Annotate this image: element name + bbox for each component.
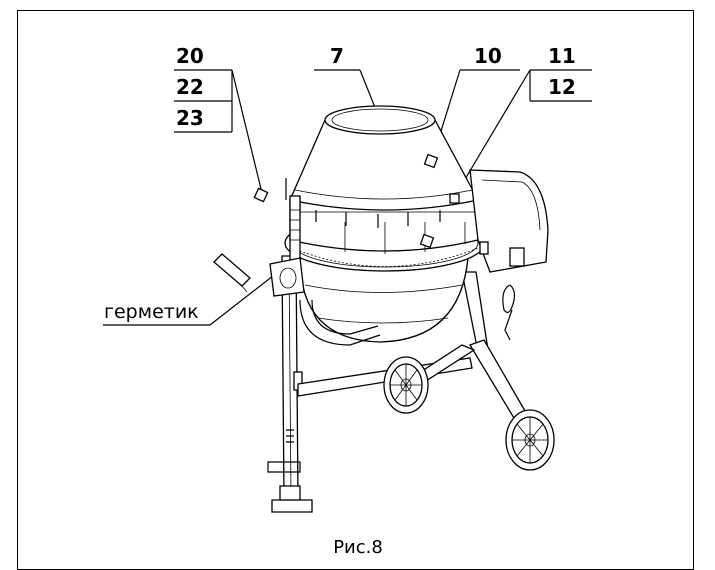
callout-20-22-23: 20 22 23	[174, 44, 263, 194]
callout-20: 20	[176, 44, 204, 68]
front-wheel	[505, 409, 555, 471]
sealant-tube-icon	[213, 253, 251, 293]
screw-icon	[315, 210, 441, 228]
callout-12: 12	[548, 75, 576, 99]
sealant-label: герметик	[104, 301, 199, 323]
callout-10: 10	[474, 44, 502, 68]
callout-11-12: 11 12	[454, 44, 592, 197]
mixer-drawing	[253, 105, 555, 513]
motor-housing	[469, 169, 549, 341]
callout-10: 10	[431, 44, 520, 161]
concrete-mixer-diagram: 20 22 23 7 10 11 12 герметик	[103, 44, 592, 555]
callout-23: 23	[176, 106, 204, 130]
rear-wheel	[383, 356, 429, 414]
callout-22: 22	[176, 75, 204, 99]
sealant-callout: герметик	[103, 271, 279, 326]
figure-caption: Рис.8	[333, 537, 383, 555]
callout-11: 11	[548, 44, 576, 68]
callout-7: 7	[330, 44, 344, 68]
